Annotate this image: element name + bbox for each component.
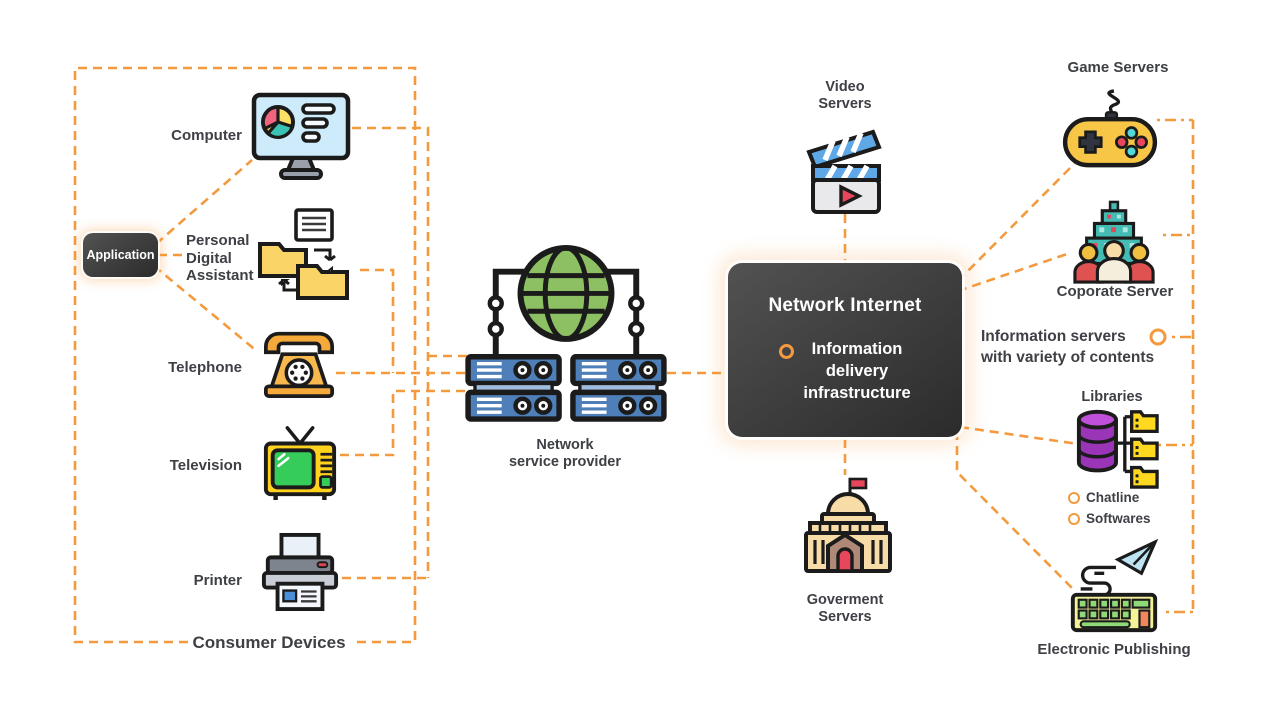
connector-internet-corporate <box>957 251 1071 293</box>
consumer-devices-border <box>73 66 417 644</box>
television-label: Television <box>169 457 242 474</box>
globe-servers-icon <box>465 244 667 422</box>
connector-internet-libraries <box>959 425 1079 446</box>
connector-computer-printer-nsp <box>342 126 477 580</box>
network-internet-bullet: Information delivery infrastructure <box>803 340 911 402</box>
clapperboard-icon <box>806 129 882 214</box>
keyboard-paper-plane-icon <box>1070 538 1159 633</box>
capitol-building-icon <box>804 477 892 573</box>
connector-app-telephone <box>153 264 259 354</box>
info-servers-label: Information servers with variety of cont… <box>981 328 1155 366</box>
connector-pda-nsp <box>360 268 395 373</box>
corporate-server-label: Coporate Server <box>1056 283 1174 300</box>
game-servers-label: Game Servers <box>1067 59 1169 76</box>
building-people-icon <box>1073 200 1155 284</box>
connector-tv-nsp <box>340 389 477 457</box>
electronic-publishing-label: Electronic Publishing <box>1037 641 1191 658</box>
printer-label: Printer <box>193 572 242 589</box>
connector-internet-publishing <box>955 431 1073 589</box>
bullet-ring-icon <box>1068 512 1080 525</box>
rotary-phone-icon <box>263 331 335 398</box>
telephone-label: Telephone <box>168 359 242 376</box>
connector-app-computer <box>155 159 253 245</box>
consumer-devices-title: Consumer Devices <box>192 633 346 652</box>
pda-label: Personal Digital Assistant <box>186 232 254 285</box>
network-internet-box: Network Internet Information delivery in… <box>728 263 962 437</box>
libraries-bullet-softwares: Softwares <box>1068 511 1151 526</box>
bullet-ring-icon <box>1068 491 1080 504</box>
computer-label: Computer <box>171 127 242 144</box>
connector-internet-game <box>957 157 1081 282</box>
libraries-bullet-chatline: Chatline <box>1068 490 1139 505</box>
gamepad-icon <box>1062 89 1158 168</box>
bullet-ring-icon <box>779 344 795 359</box>
folders-sync-icon <box>258 208 349 300</box>
nsp-label: Network service provider <box>508 437 622 471</box>
info-servers-ring-icon <box>1149 328 1167 346</box>
application-label: Application <box>86 248 155 262</box>
tv-icon <box>263 426 337 501</box>
application-box: Application <box>83 233 158 277</box>
computer-monitor-icon <box>251 92 351 180</box>
government-servers-label: Goverment Servers <box>806 592 884 626</box>
printer-icon <box>261 532 339 612</box>
video-servers-label: Video Servers <box>818 79 872 113</box>
network-internet-title: Network Internet <box>768 295 922 316</box>
database-folders-icon <box>1076 409 1159 489</box>
libraries-label: Libraries <box>1081 389 1143 405</box>
